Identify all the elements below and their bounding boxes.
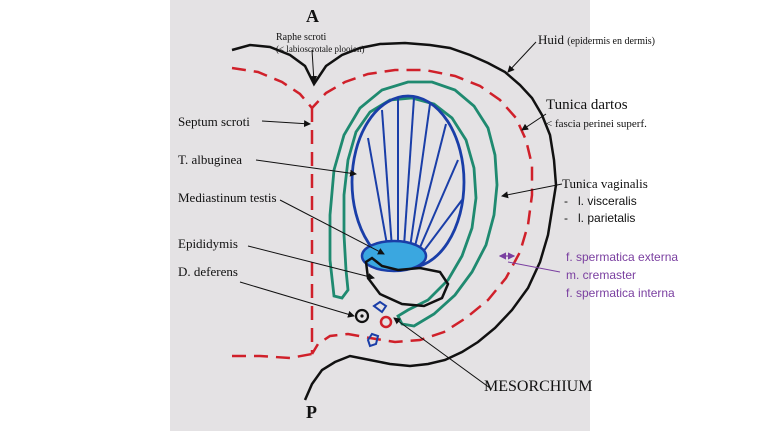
purple-leader [507,261,561,273]
raphe-origin-label: (< labioscrotale plooien) [276,44,365,54]
tunica-dartos-line [231,66,534,355]
mesorchium-label: MESORCHIUM [484,378,593,395]
huid-label: Huid (epidermis en dermis) [538,32,655,48]
epididymis-shape [364,256,450,308]
fascia-perinei-label: < fascia perinei superf. [546,118,647,130]
l-visceralis-label: l. visceralis [578,194,637,208]
posterior-label: P [306,402,317,422]
leader-deferens [239,281,355,318]
spermatic-layer-3: f. spermatica interna [566,286,675,300]
leader-vaginalis [501,183,563,199]
leader-raphe [310,49,318,83]
testis-septula [367,97,463,257]
tunica-vaginalis-line [328,80,499,328]
septum-scroti-label: Septum scroti [178,114,250,129]
huid-detail: (epidermis en dermis) [567,36,655,47]
tunica-dartos-lower [232,352,313,360]
leader-septum [261,120,311,128]
skin-outline [231,41,558,401]
leader-epididymis [247,245,375,280]
leader-albuginea [255,159,357,177]
vein-lower [366,332,380,348]
l-parietalis-label: l. parietalis [578,211,636,225]
bullet: - [564,211,568,225]
l-parietalis-row: - l. parietalis [564,211,635,225]
t-albuginea-label: T. albuginea [178,152,243,167]
huid-text: Huid [538,32,564,47]
spermatic-layer-2: m. cremaster [566,268,637,282]
anterior-label: A [306,6,319,26]
raphe-scroti-label: Raphe scroti [276,32,327,43]
mediastinum-testis [360,239,428,273]
leader-mediastinum [279,199,385,255]
bullet: - [564,194,568,208]
ductus-deferens [354,308,370,324]
testicular-artery [379,315,393,329]
spermatic-layer-1: f. spermatica externa [566,250,679,264]
vein-upper [372,300,388,314]
ductus-deferens-lumen [360,314,364,318]
mediastinum-testis-label: Mediastinum testis [178,190,277,205]
tunica-dartos-label: Tunica dartos [546,97,628,113]
leader-huid [507,41,537,73]
background-panel [170,0,590,431]
epididymis-label: Epididymis [178,236,238,251]
tunica-vaginalis-label: Tunica vaginalis [562,176,648,191]
l-visceralis-row: - l. visceralis [564,194,637,208]
d-deferens-label: D. deferens [178,264,238,279]
leader-dartos [521,113,547,131]
leader-mesorchium [393,317,491,389]
